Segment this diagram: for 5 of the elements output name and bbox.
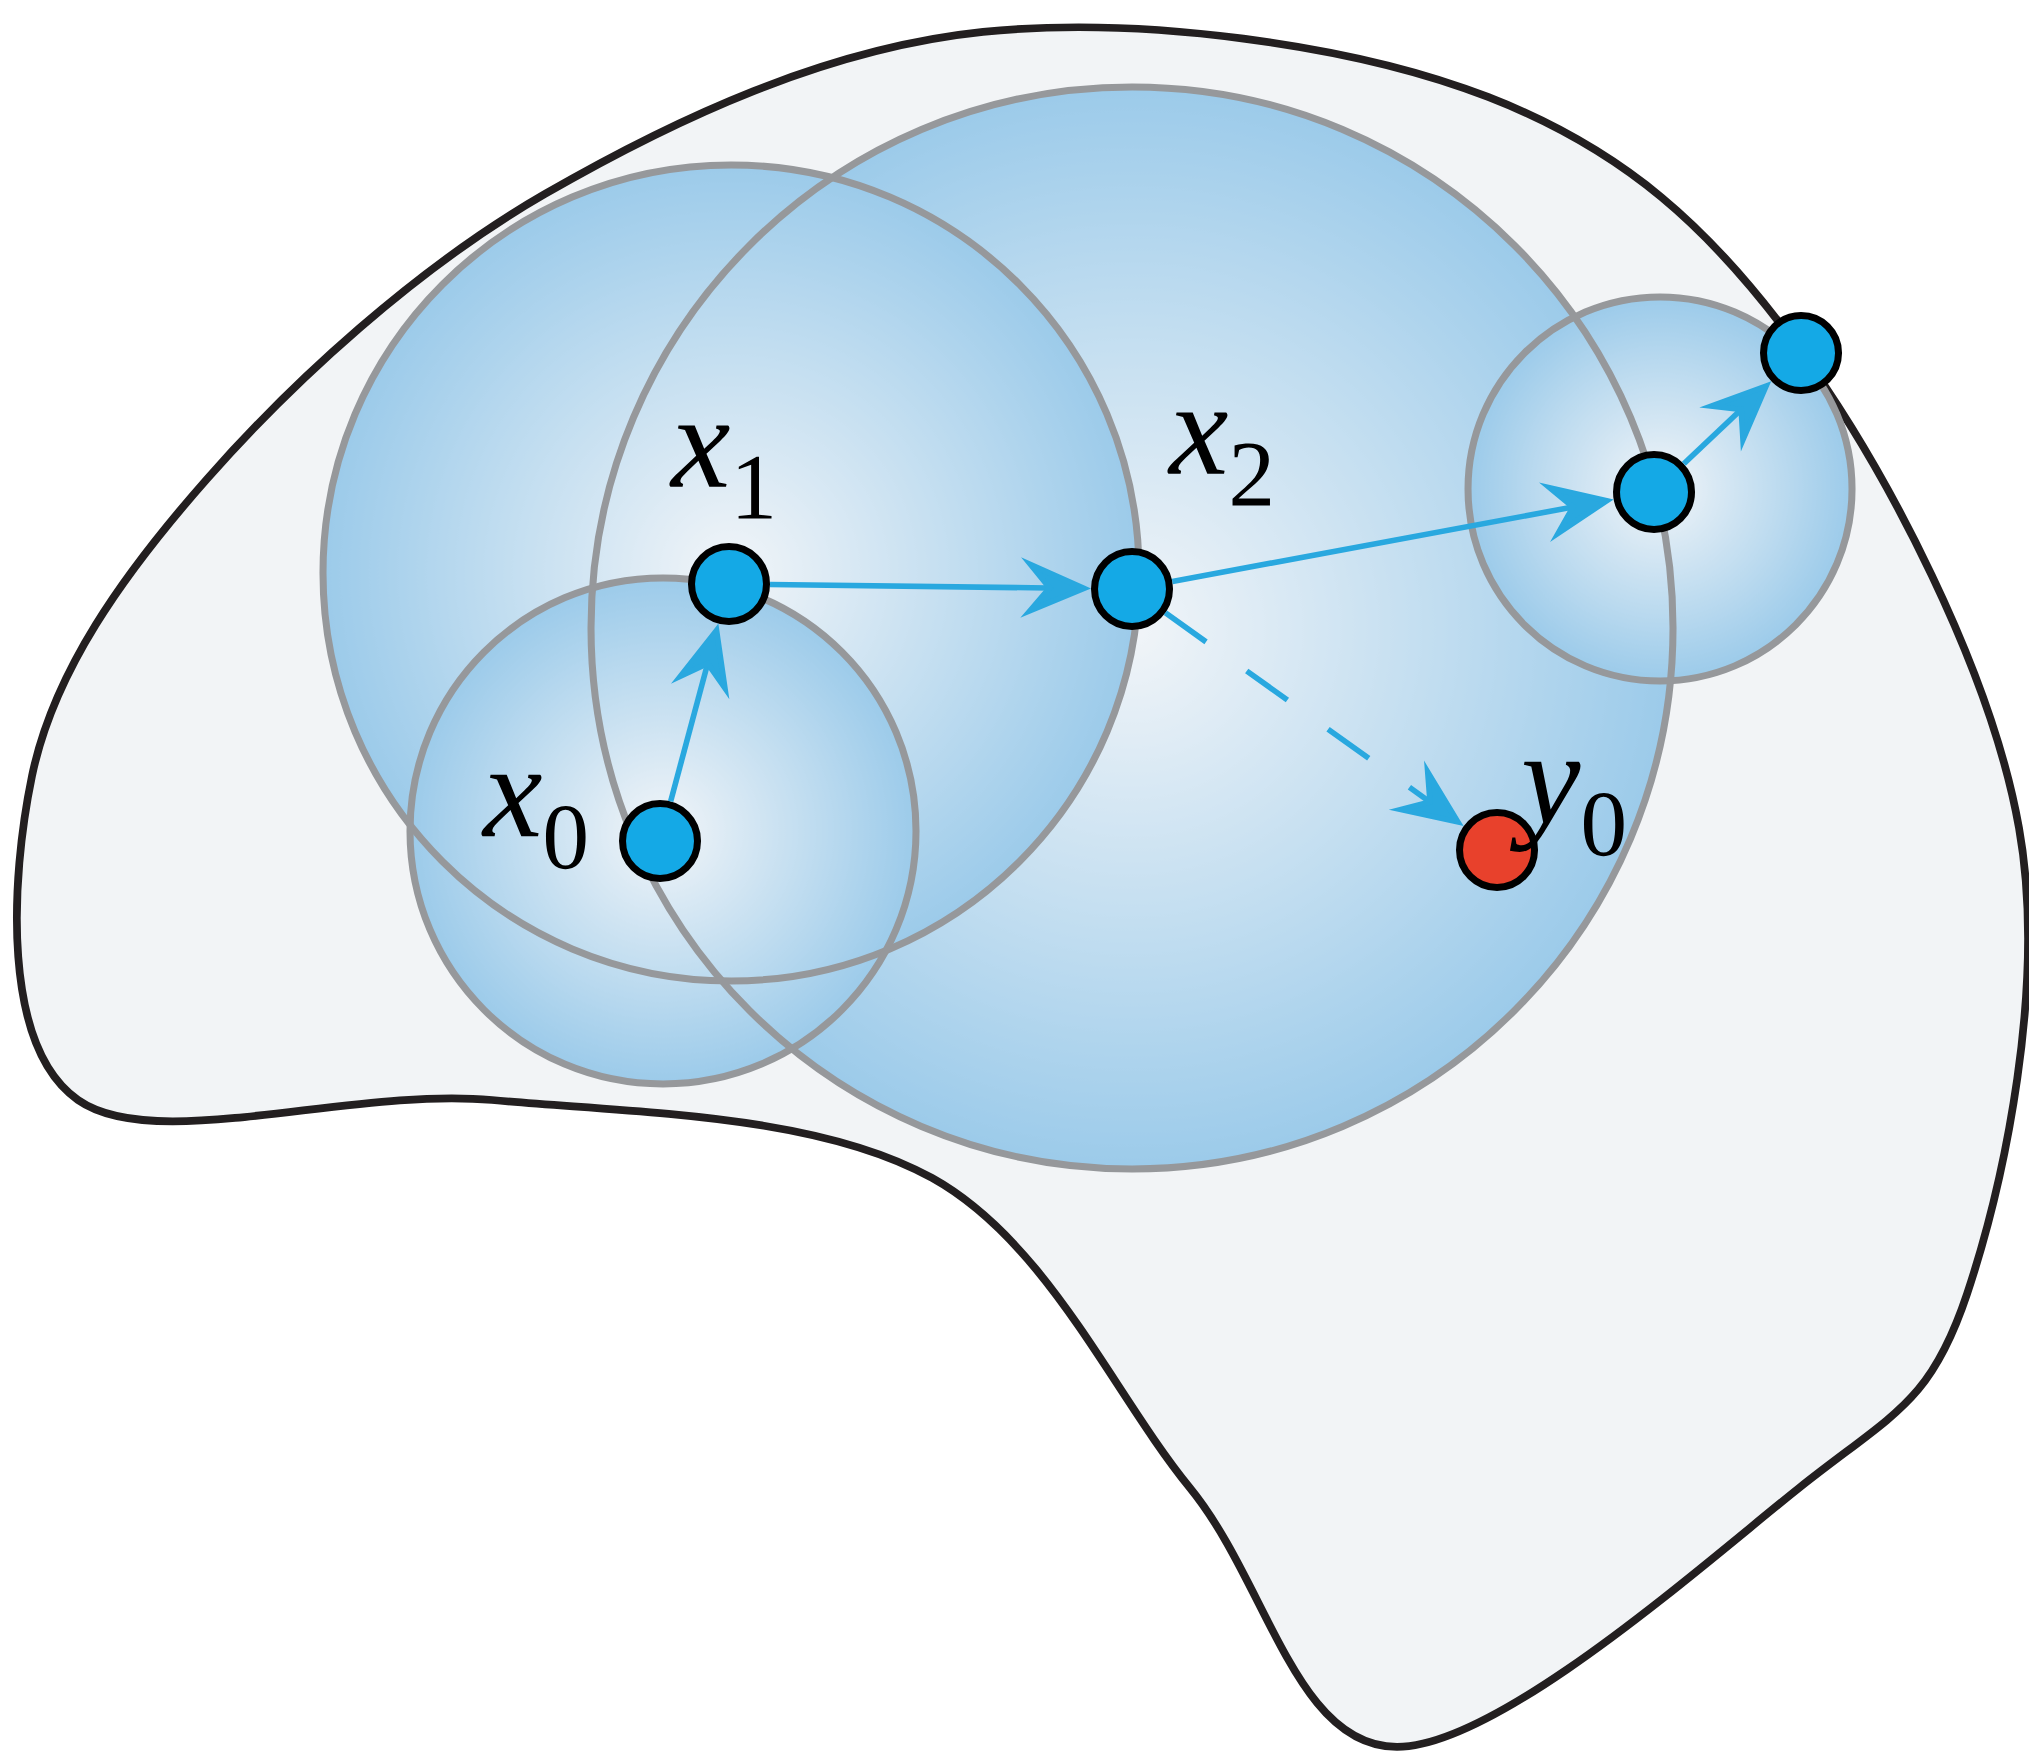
point-label: y$_{0}$	[1509, 761, 1624, 857]
point-label: x$_{2}$	[1167, 412, 1270, 506]
point	[1760, 311, 1843, 394]
point-label: x$_{1}$	[669, 425, 772, 519]
point-label: x$_{0}$	[481, 774, 586, 870]
